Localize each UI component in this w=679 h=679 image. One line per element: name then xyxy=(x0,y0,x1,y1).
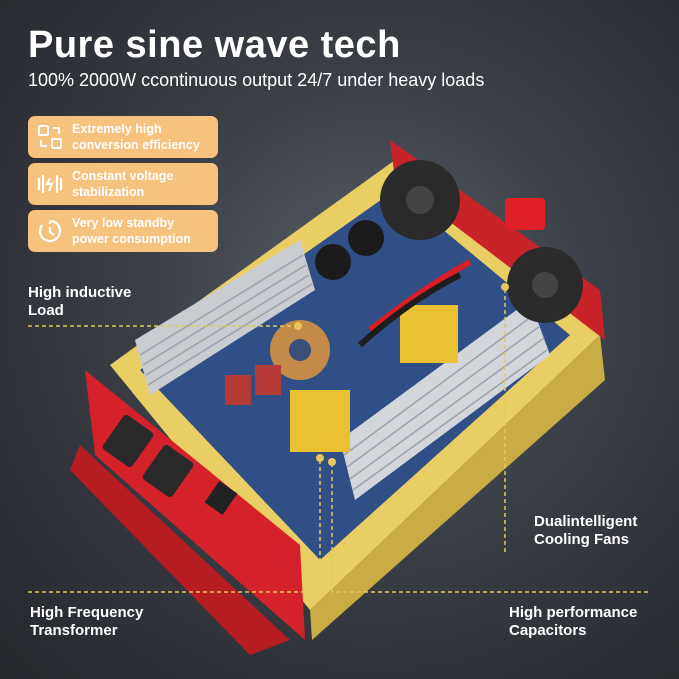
feature-line2: conversion efficiency xyxy=(72,138,200,152)
feature-line2: stabilization xyxy=(72,185,145,199)
feature-standby: Very low standby power consumption xyxy=(28,210,218,252)
callout-line2: Transformer xyxy=(30,622,118,639)
conversion-icon xyxy=(28,116,72,158)
callout-line1: Dualintelligent xyxy=(534,513,638,530)
transformer-1 xyxy=(290,390,350,452)
capacitor-2 xyxy=(348,220,384,256)
callout-line2: Cooling Fans xyxy=(534,531,629,548)
heatsink-right xyxy=(340,300,550,500)
feature-conversion: Extremely high conversion efficiency xyxy=(28,116,218,158)
feature-line2: power consumption xyxy=(72,232,191,246)
transformer-2 xyxy=(400,305,458,363)
feature-line1: Extremely high xyxy=(72,122,162,136)
feature-voltage: Constant voltage stabilization xyxy=(28,163,218,205)
callout-line2: Capacitors xyxy=(509,622,587,639)
callout-line1: High Frequency xyxy=(30,604,144,621)
feature-line1: Constant voltage xyxy=(72,169,174,183)
callout-transformer: High Frequency Transformer xyxy=(30,604,143,640)
heatsink-left xyxy=(135,240,315,395)
callout-line1: High performance xyxy=(509,604,638,621)
feature-line1: Very low standby xyxy=(72,216,175,230)
ac-outlet-2 xyxy=(142,445,194,497)
switch xyxy=(204,481,238,515)
standby-icon xyxy=(28,210,72,252)
capacitor-1 xyxy=(315,244,351,280)
front-plate xyxy=(70,445,290,655)
casing-side xyxy=(310,335,605,640)
callout-inductive-load: High inductive Load xyxy=(28,284,131,320)
circuit-board xyxy=(140,190,570,560)
page-subtitle: 100% 2000W ccontinuous output 24/7 under… xyxy=(28,70,485,90)
callout-cooling-fans: Dualintelligent Cooling Fans xyxy=(534,513,637,549)
ac-outlet-1 xyxy=(102,415,154,467)
callout-capacitors: High performance Capacitors xyxy=(509,604,637,640)
callout-line1: High inductive xyxy=(28,284,132,301)
dc-terminal xyxy=(505,198,545,230)
callout-line2: Load xyxy=(28,302,64,319)
page-title: Pure sine wave tech xyxy=(28,24,401,66)
voltage-icon xyxy=(28,163,72,205)
